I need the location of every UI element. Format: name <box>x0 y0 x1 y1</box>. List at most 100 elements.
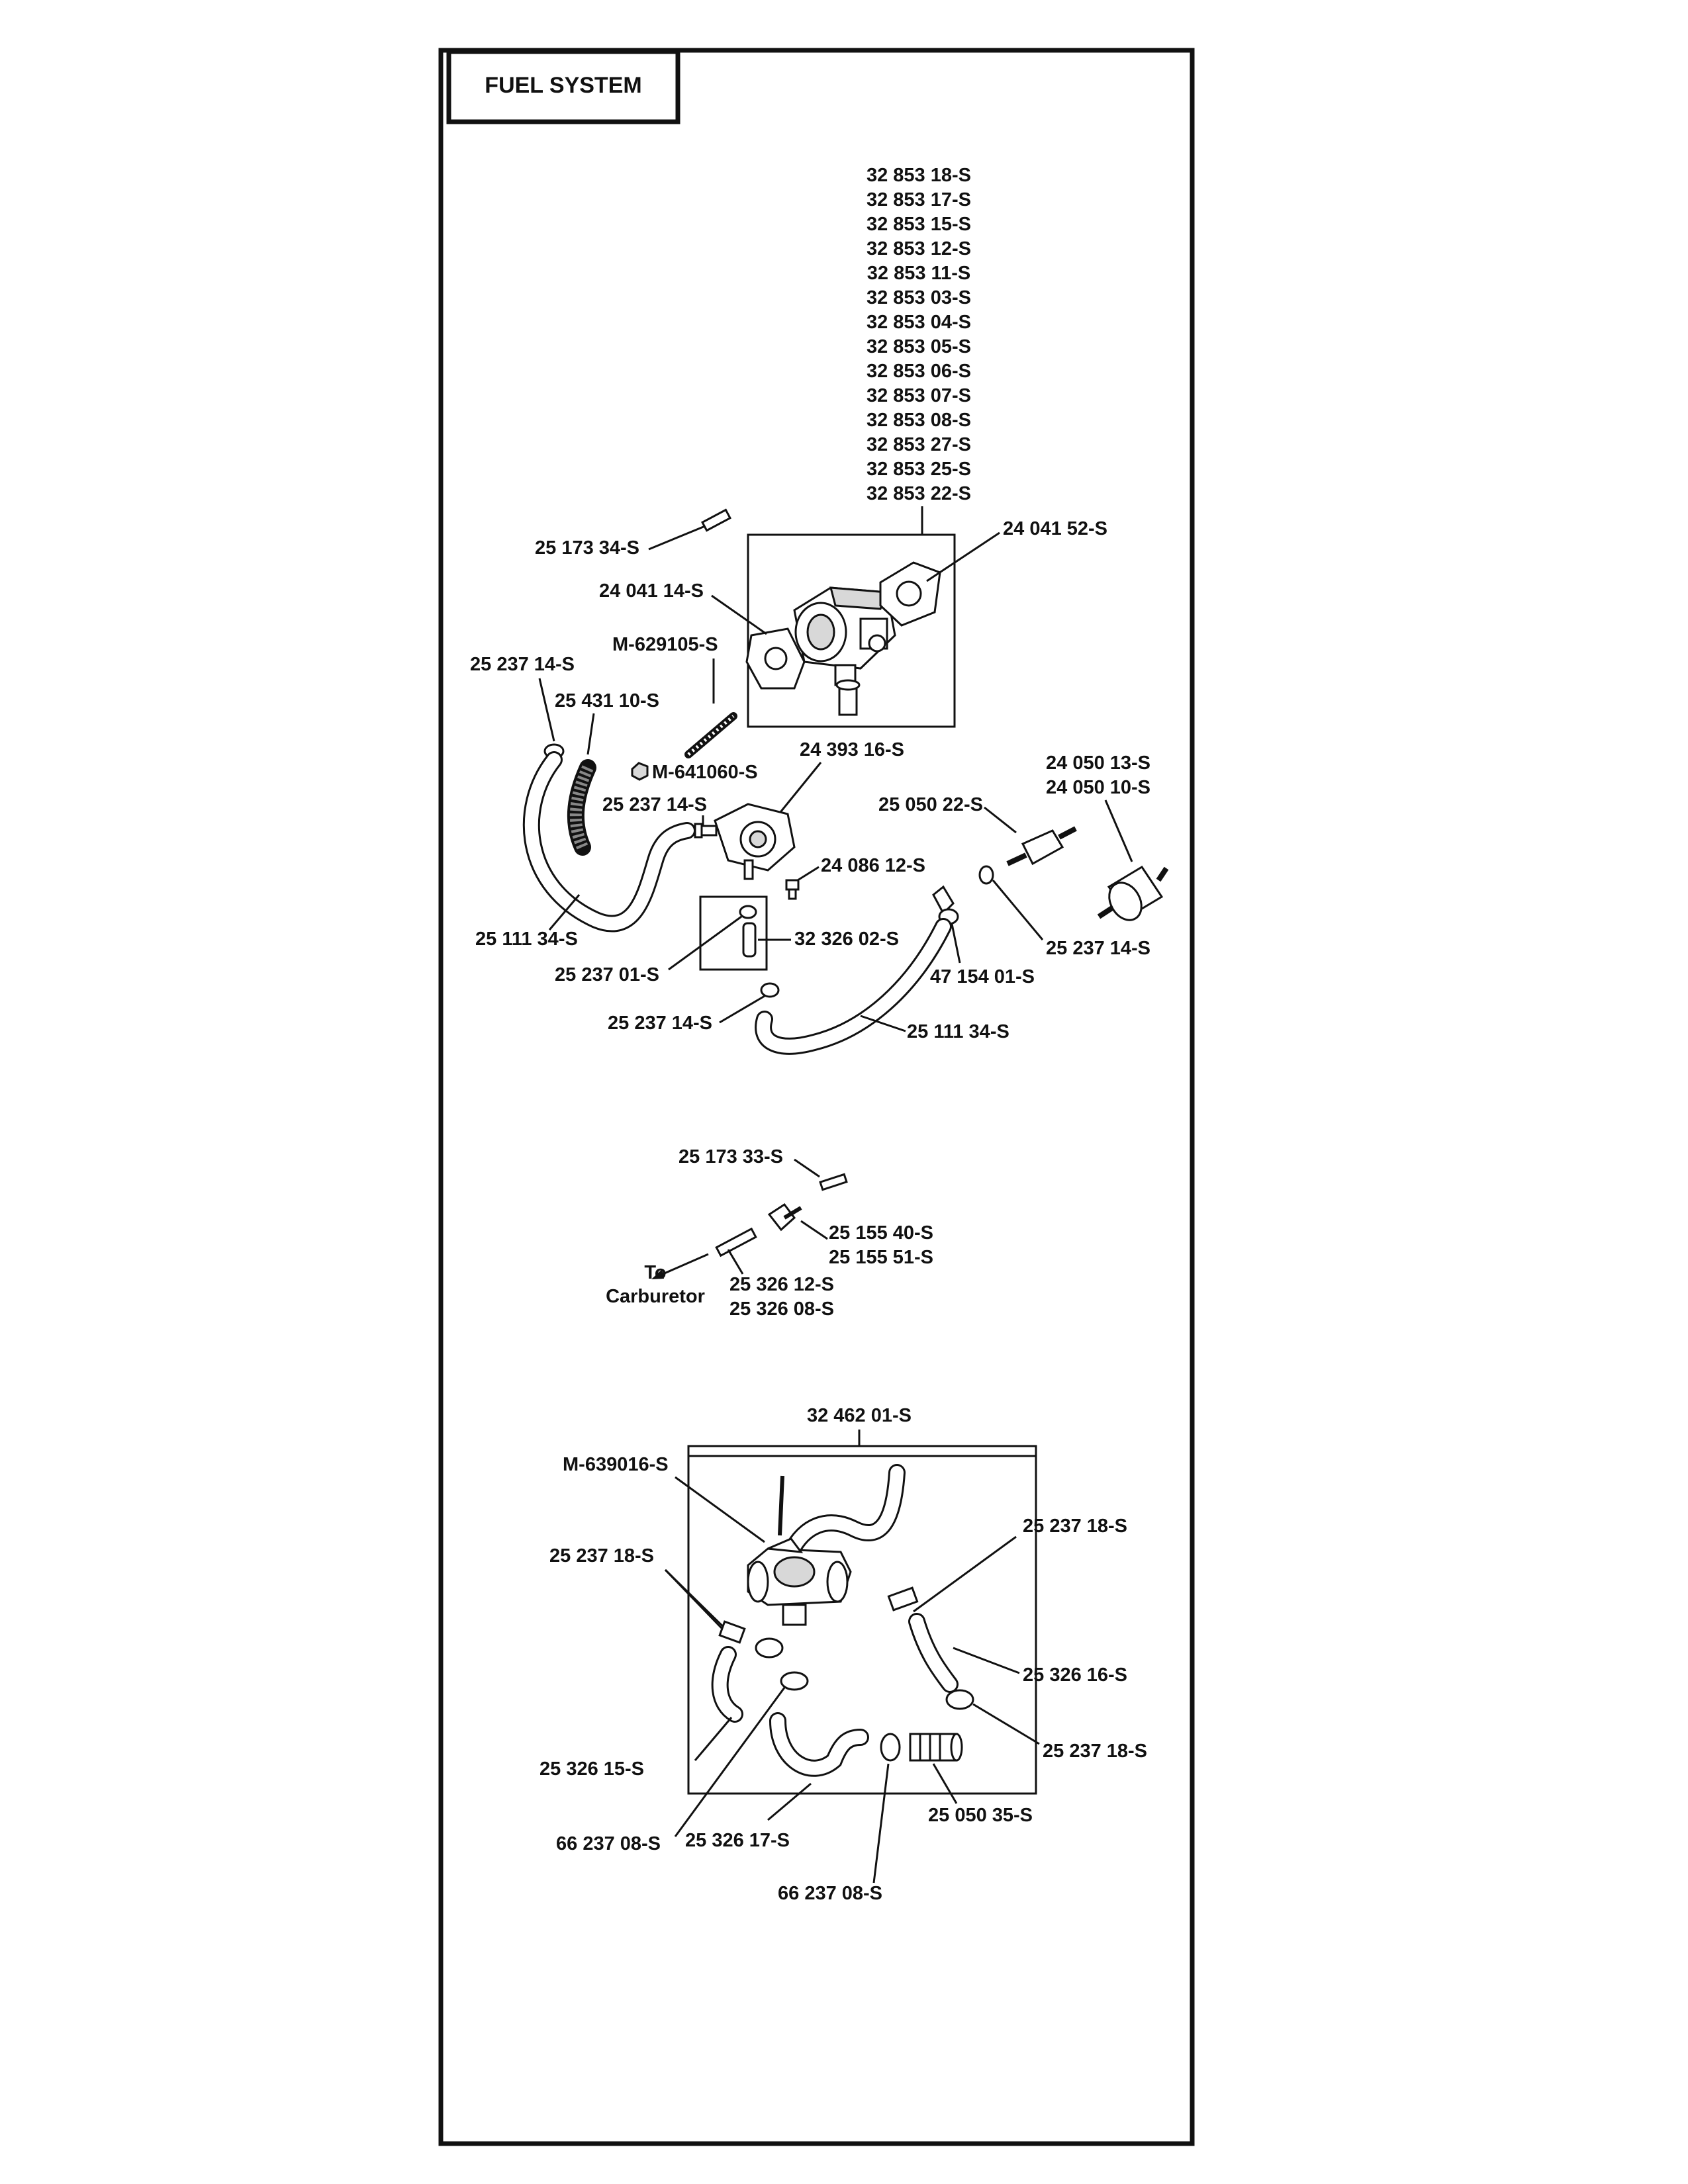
clamp-icon <box>760 982 780 998</box>
filter-large-label-a: 24 050 13-S <box>1046 752 1150 774</box>
clamp-icon <box>880 1733 901 1762</box>
part-number: 32 853 06-S <box>867 361 971 382</box>
valve-group: 25 173 33-S 25 155 40-S 25 155 51-S 25 3… <box>606 1146 933 1320</box>
title-box <box>446 49 680 124</box>
clamp-icon <box>718 1620 746 1644</box>
part-number: 32 853 25-S <box>867 459 971 480</box>
leader-line <box>860 1015 906 1032</box>
leader-line <box>648 525 706 551</box>
clamp-right-top-label: 25 237 18-S <box>1023 1516 1127 1537</box>
leader-line <box>674 1687 786 1837</box>
to-carb-line2: Carburetor <box>606 1286 705 1307</box>
fuel-line-icon <box>715 1227 757 1257</box>
leader-line <box>675 1476 765 1543</box>
fitting-box <box>699 895 768 971</box>
valve-icon <box>767 1203 802 1232</box>
clamp-left-label: 25 237 18-S <box>549 1545 654 1567</box>
leader-line <box>794 1158 820 1178</box>
pin-icon <box>819 1173 848 1191</box>
part-number: 32 853 12-S <box>867 238 971 259</box>
clamp-icon <box>978 865 994 885</box>
nut-icon <box>631 762 649 781</box>
carburetor-group: 32 853 18-S 32 853 17-S 32 853 15-S 32 8… <box>535 165 1107 728</box>
sleeve-icon <box>567 759 596 856</box>
fuel-line-group: M-629105-S 25 237 14-S 25 431 10-S M-641… <box>470 634 1169 1055</box>
filter-icon <box>909 1733 963 1762</box>
gasket-left-label: 24 041 14-S <box>599 580 704 602</box>
part-number: 32 853 04-S <box>867 312 971 333</box>
leader-line <box>719 995 765 1024</box>
sleeve-label: 25 431 10-S <box>555 690 659 711</box>
part-number: 32 853 07-S <box>867 385 971 406</box>
clamp-fitting-label: 25 237 01-S <box>555 964 659 985</box>
hose-bottom-label: 25 111 34-S <box>907 1021 1009 1042</box>
fitting-label: 32 326 02-S <box>794 929 899 950</box>
part-number: 32 853 15-S <box>867 214 971 235</box>
line-label-b: 25 326 08-S <box>729 1298 834 1320</box>
clamp-icon <box>780 1671 809 1691</box>
leader-line <box>872 1763 890 1884</box>
gasket-left-icon <box>745 627 806 690</box>
leader-line <box>586 713 595 755</box>
gasket-right-label: 24 041 52-S <box>1003 518 1107 539</box>
pin-top-label: 25 173 34-S <box>535 537 639 559</box>
filter-large-label-b: 24 050 10-S <box>1046 777 1150 798</box>
leader-line <box>800 1220 828 1240</box>
part-number: 32 853 05-S <box>867 336 971 357</box>
part-number: 32 853 11-S <box>867 263 970 284</box>
arrow-line <box>655 1253 709 1279</box>
gasket-right-icon <box>879 561 941 627</box>
line-label-a: 25 326 12-S <box>729 1274 834 1295</box>
carburetor-box <box>747 533 956 728</box>
hose-bottom-label: 25 326 17-S <box>685 1830 790 1851</box>
tank-valve-group: 32 462 01-S M-639016-S 25 237 18-S 25 23… <box>539 1405 1147 1904</box>
leader-line <box>664 1569 723 1629</box>
leader-bracket <box>687 1430 1037 1456</box>
clamp-left-label: 25 237 14-S <box>470 654 575 675</box>
hose-left-icon <box>711 1646 743 1723</box>
clamp-a-label: 66 237 08-S <box>556 1833 661 1854</box>
part-number: 32 853 27-S <box>867 434 971 455</box>
clamp-icon <box>945 1689 974 1710</box>
part-number: 32 853 03-S <box>867 287 971 308</box>
leader-line <box>972 1703 1040 1745</box>
part-number: 32 853 22-S <box>867 483 971 504</box>
screw-icon <box>785 879 800 900</box>
hose-left-label: 25 326 15-S <box>539 1758 644 1780</box>
leader-line <box>1104 799 1133 862</box>
hose-left-label: 25 111 34-S <box>475 929 578 950</box>
leader-line <box>548 894 581 931</box>
clamp-filter-label: 25 237 14-S <box>1046 938 1150 959</box>
fuel-hose-left-icon <box>522 751 696 933</box>
part-number: 32 853 18-S <box>867 165 971 186</box>
screw-label: 24 086 12-S <box>821 855 925 876</box>
leader-line <box>797 866 820 882</box>
leader-line <box>932 1763 958 1804</box>
leader-line <box>926 531 1000 582</box>
fuel-pump-icon <box>700 803 796 880</box>
assembly-box <box>687 1455 1037 1795</box>
filter-small-label: 25 050 22-S <box>878 794 983 815</box>
leader-line <box>694 1717 733 1761</box>
fuel-filter-small-icon <box>1006 826 1077 866</box>
leader-line <box>913 1535 1017 1613</box>
hose-bottom-icon <box>769 1712 869 1777</box>
clamp-icon <box>887 1586 919 1612</box>
hose-right-label: 25 326 16-S <box>1023 1664 1127 1686</box>
arrow-head <box>651 1269 664 1279</box>
leader-line <box>984 806 1017 834</box>
leader-line <box>953 1647 1020 1674</box>
valve-label-a: 25 155 40-S <box>829 1222 933 1244</box>
leader-line <box>767 1782 812 1821</box>
carburetor-part-number-list: 32 853 18-S 32 853 17-S 32 853 15-S 32 8… <box>867 165 971 504</box>
clip-label: 47 154 01-S <box>930 966 1035 987</box>
page-title: FUEL SYSTEM <box>485 73 641 98</box>
leader-line <box>776 762 822 816</box>
carburetor-icon <box>793 586 896 716</box>
leader-line <box>992 880 1044 940</box>
page-frame <box>438 48 1195 2146</box>
pin-label: 25 173 33-S <box>679 1146 783 1167</box>
filter-label: 25 050 35-S <box>928 1805 1033 1826</box>
leader-line <box>951 923 961 964</box>
fuel-filter-large-icon <box>1097 865 1169 921</box>
